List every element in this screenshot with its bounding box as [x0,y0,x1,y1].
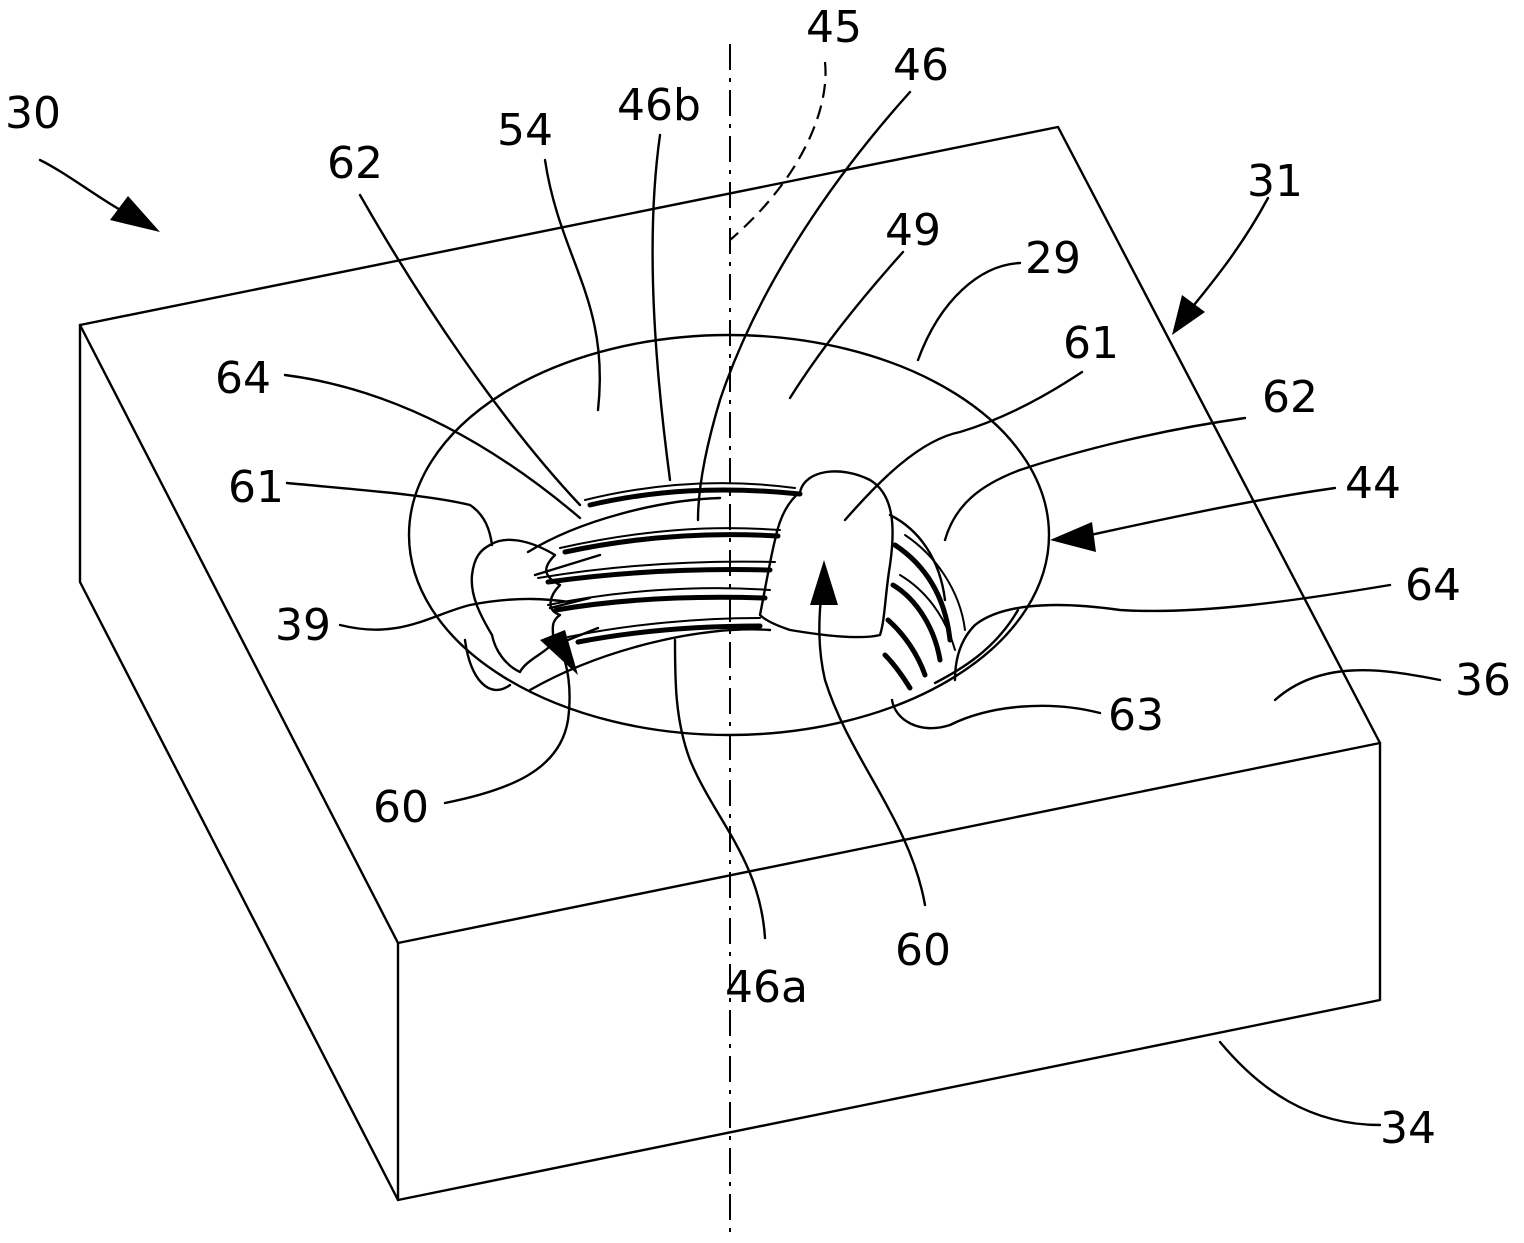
label-61-right: 61 [1063,318,1119,369]
thread-right-4 [885,655,910,688]
leader-64-right [955,585,1390,680]
leader-46b [653,135,670,480]
label-34: 34 [1380,1103,1436,1154]
label-46a: 46a [725,962,808,1013]
label-46: 46 [893,40,949,91]
label-44: 44 [1345,458,1401,509]
leader-39 [340,599,570,630]
leader-36 [1275,670,1440,700]
lobe-61-right [760,471,893,637]
label-61-left: 61 [228,462,284,513]
label-63: 63 [1108,690,1164,741]
label-62-right: 62 [1262,372,1318,423]
lobe-61-left [472,540,560,672]
reference-labels: 30 45 46 46b 54 62 31 49 29 61 64 62 61 … [5,2,1511,1154]
label-60-right: 60 [895,925,951,976]
leader-34 [1220,1042,1380,1125]
leader-62-left [360,195,580,505]
label-54: 54 [497,105,553,156]
thread-flank-cuts [535,555,600,640]
leader-61-left [287,483,492,545]
arrowhead-60-right [810,560,838,605]
label-30: 30 [5,88,61,139]
label-64-right: 64 [1405,560,1461,611]
label-64-left: 64 [215,353,271,404]
thread-right-2 [893,585,940,660]
leader-62-right [945,418,1245,540]
leader-49 [790,252,903,398]
leader-60-left [445,648,570,803]
label-60-left: 60 [373,782,429,833]
leader-54 [545,160,600,410]
label-36: 36 [1455,655,1511,706]
leader-61-right [845,372,1082,520]
leader-45 [730,62,826,240]
label-49: 49 [885,205,941,256]
arrowhead-30 [110,196,160,232]
leader-63 [892,700,1100,728]
leader-64-left [285,375,580,518]
leader-29 [918,263,1020,360]
thread-root-2 [565,535,778,552]
leader-31 [1190,198,1268,310]
left-face [80,325,398,1200]
label-31: 31 [1247,156,1303,207]
label-46b: 46b [617,80,701,131]
leader-44 [1090,488,1335,535]
label-62-left: 62 [327,138,383,189]
arrowhead-31 [1172,295,1205,335]
arrowhead-44 [1050,522,1096,552]
label-29: 29 [1025,233,1081,284]
label-39: 39 [275,600,331,651]
thread-right-1b [905,535,965,630]
label-45: 45 [806,2,862,53]
leader-46a [675,640,765,938]
